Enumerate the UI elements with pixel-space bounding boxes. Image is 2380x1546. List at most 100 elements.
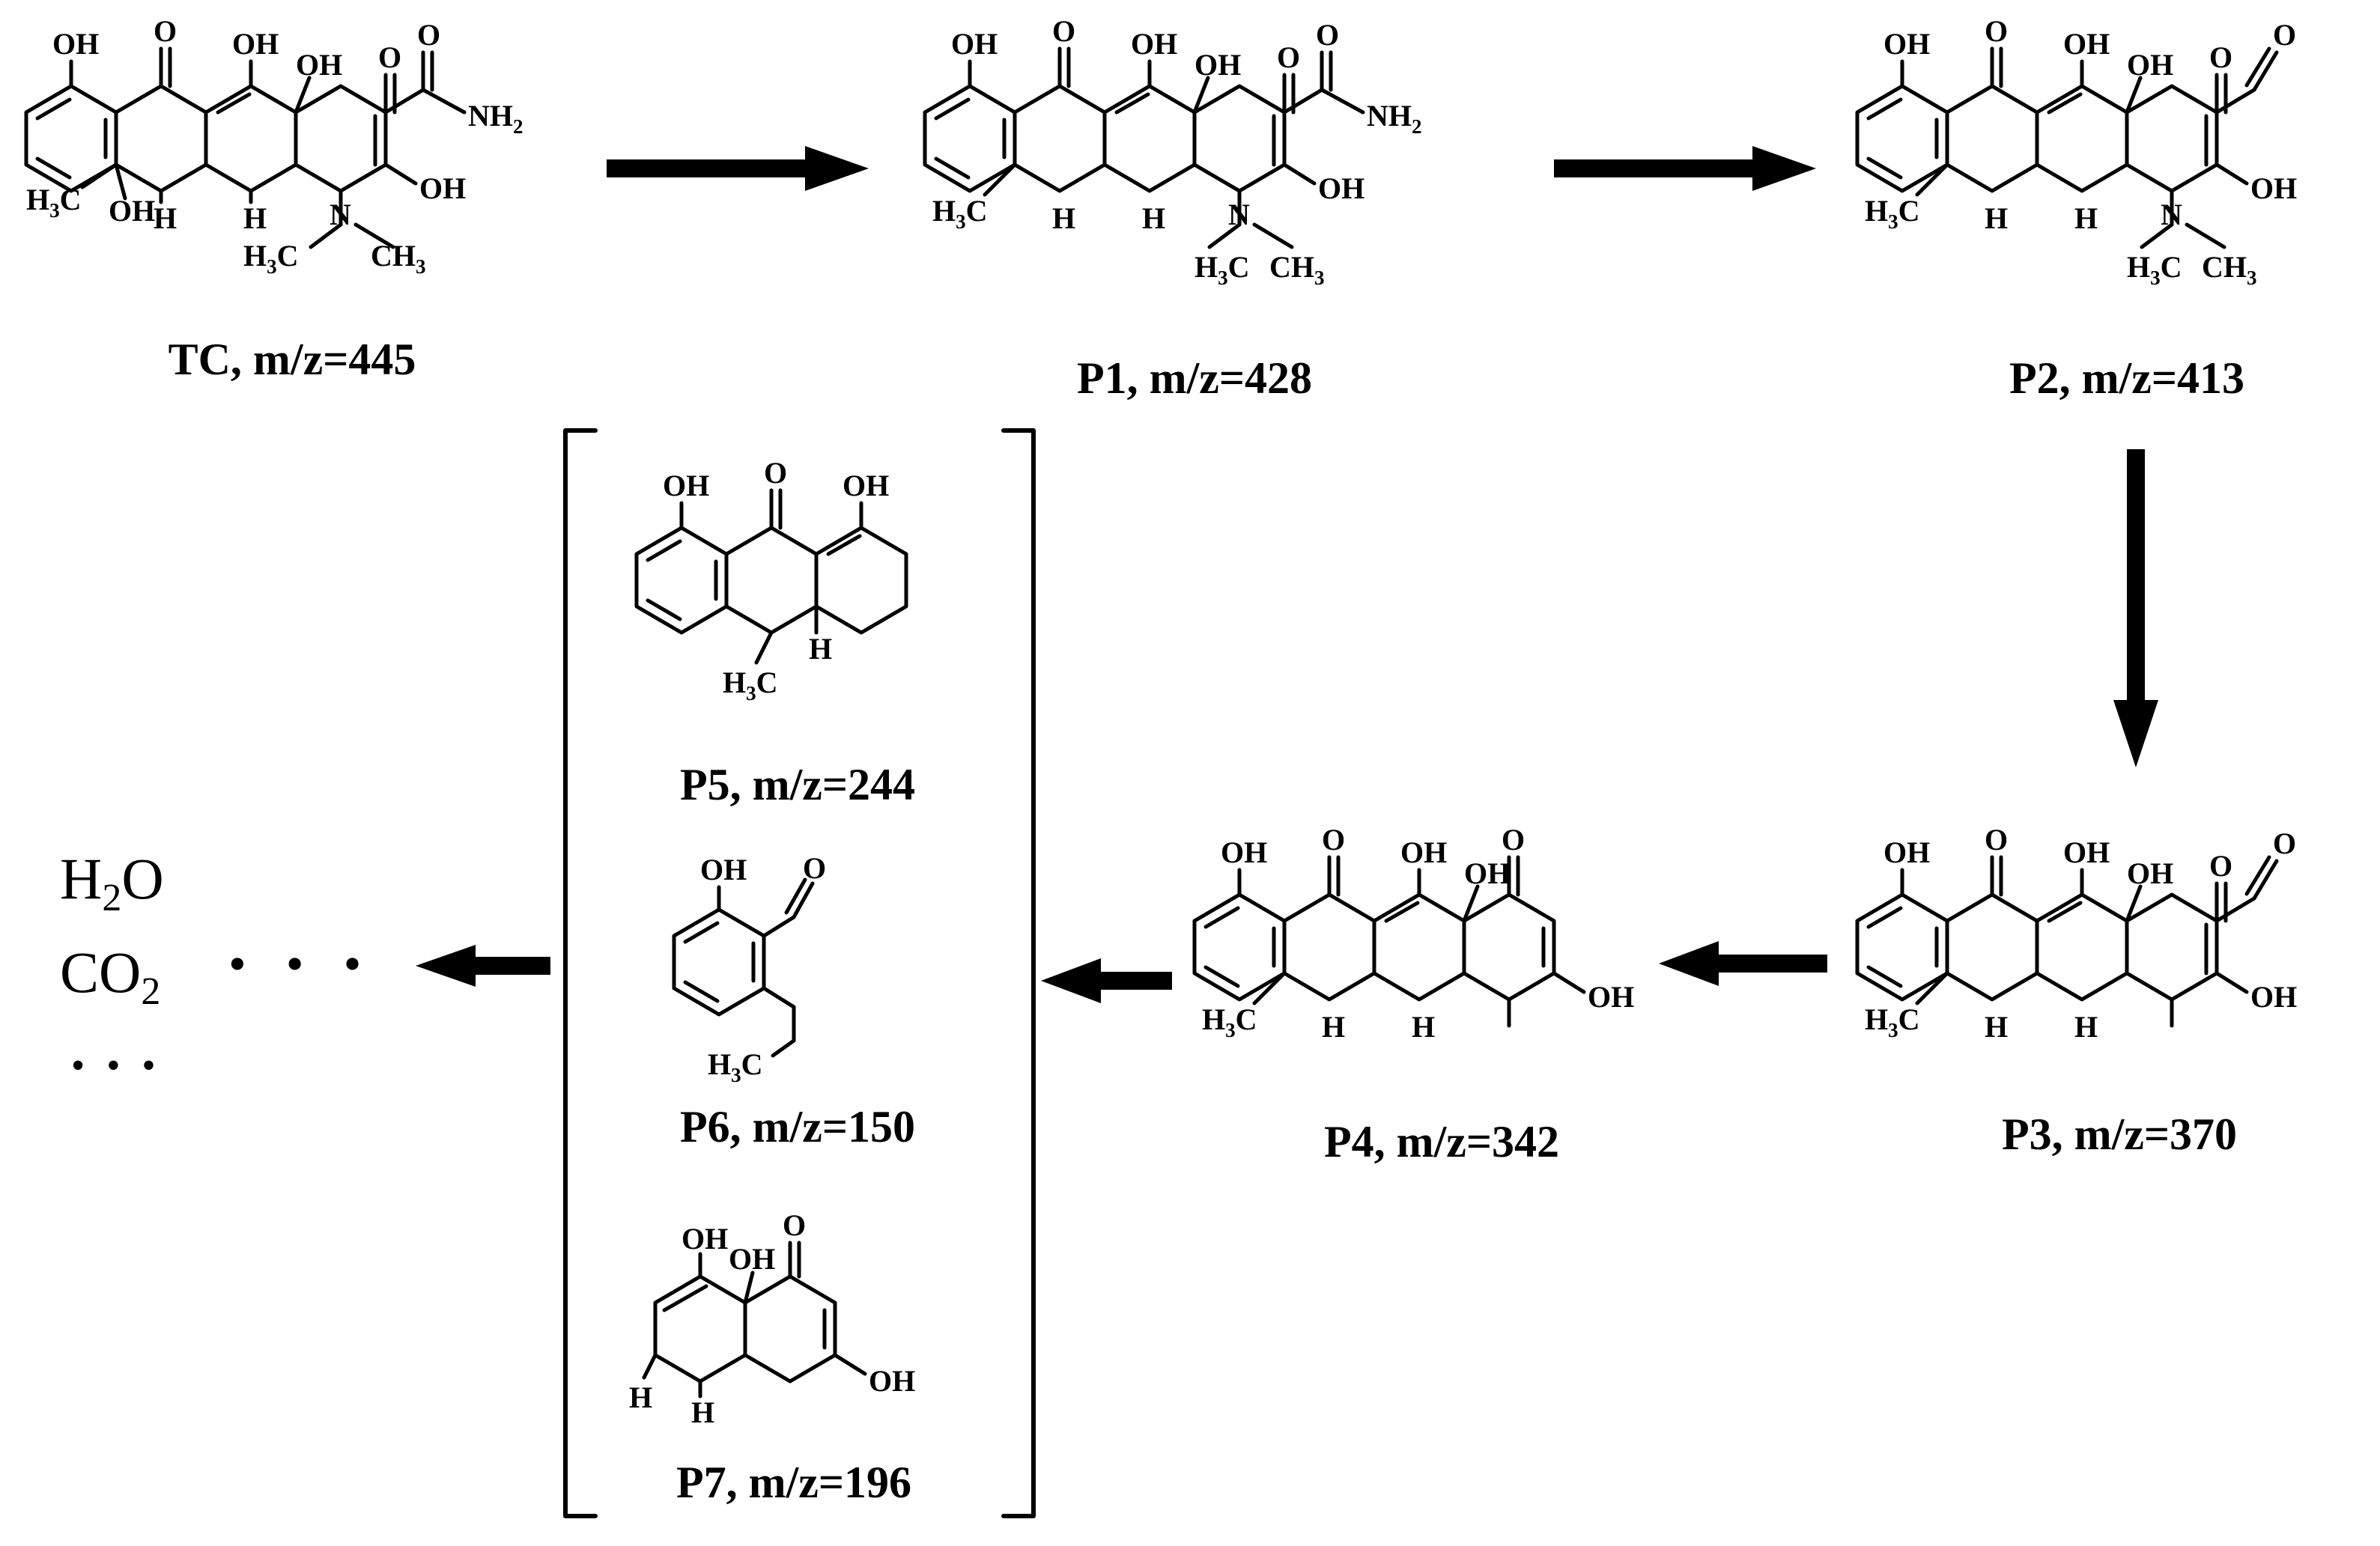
h-label: H [154,201,177,235]
arrow-p1-p2 [1554,146,1816,191]
arrow-p4-bracket [1041,958,1172,1003]
dots-indicator: • • • [228,935,374,992]
caption-p5: P5, m/z=244 [680,760,915,809]
h-label: H [691,1396,714,1429]
oh-label: OH [663,469,709,502]
h-label: H [1052,201,1075,235]
caption-tc: TC, m/z=445 [169,335,416,384]
caption-p4: P4, m/z=342 [1324,1117,1559,1166]
h-label: H [1142,201,1165,235]
h-label: H [2074,201,2098,235]
molecule-p1: OH O OH OH O O NH2 OH N H3C CH3 H H H3C [925,14,1422,289]
oh-label: OH [232,27,279,61]
h-label: H [1985,201,2008,235]
oh-label: OH [2063,836,2110,869]
o-label: O [1277,40,1300,74]
o-label: O [803,851,826,885]
ch3-label: H3C [1202,1002,1257,1041]
oh-label: OH [729,1242,775,1276]
oh-label: OH [2250,980,2297,1014]
arrow-bracket-end [416,945,550,987]
oh-label: OH [2063,27,2110,61]
ch3-label: H3C [1194,250,1250,289]
caption-p2: P2, m/z=413 [2009,353,2244,403]
o-label: O [764,456,787,490]
oh-label: OH [1318,171,1364,205]
ch3-label: CH3 [2202,250,2257,289]
ch3-label: CH3 [371,239,426,278]
n-label: N [2161,198,2182,231]
product-bracket [563,428,1036,1518]
molecule-p2: OH O OH OH O O OH N H3C CH3 H H H3C [1857,14,2297,289]
co2-formula: CO2 [60,940,160,1013]
h-label: H [243,201,267,235]
o-label: O [783,1208,806,1242]
molecule-p5: OH O OH H H3C [634,456,908,704]
o-label: O [1502,823,1525,856]
caption-p6: P6, m/z=150 [680,1102,915,1151]
oh-label: OH [1883,836,1930,869]
n-label: N [330,198,351,231]
oh-label: OH [52,27,99,61]
ch3-label: H3C [723,666,778,704]
o-label: O [2273,18,2296,52]
h-label: H [2074,1010,2098,1044]
o-label: O [154,14,177,48]
molecule-p3: OH O OH OH O O OH H H H3C [1857,823,2297,1044]
ch3-label: H3C [708,1047,763,1086]
oh-label: OH [843,469,889,502]
arrow-tc-p1 [607,146,869,191]
oh-label: OH [2127,48,2173,82]
oh-label: OH [2250,171,2297,205]
water-formula: H2O [60,846,164,919]
oh-label: OH [109,194,155,228]
arrow-p3-p4 [1659,941,1827,986]
h-label: H [629,1381,652,1414]
oh-label: OH [1131,27,1177,61]
o-label: O [1985,14,2008,48]
oh-label: OH [700,853,747,886]
o-label: O [1322,823,1345,856]
nh-label: NH2 [1367,99,1422,138]
ch3-label: H3C [1865,194,1920,233]
caption-p7: P7, m/z=196 [676,1458,911,1507]
oh-label: OH [1221,836,1267,869]
ellipsis-indicator: • • • [71,1044,162,1087]
ch3-label: H3C [932,194,988,233]
arrow-p2-p3 [2113,449,2158,767]
caption-p3: P3, m/z=370 [2002,1110,2237,1159]
oh-label: OH [1194,48,1241,82]
molecule-p6: OH O H3C [672,851,826,1086]
oh-label: OH [1588,980,1634,1014]
oh-label: OH [419,171,466,205]
caption-p1: P1, m/z=428 [1077,353,1312,403]
o-label: O [2273,827,2296,860]
ch3-label: H3C [1865,1002,1920,1041]
ch3-label: H3C [2127,250,2182,289]
oh-label: OH [869,1364,915,1398]
molecule-p7: OH OH O OH H H [629,1208,915,1429]
h-label: H [1322,1010,1345,1044]
oh-label: OH [1400,836,1447,869]
o-label: O [2209,849,2232,883]
oh-label: OH [951,27,998,61]
ch3-label: CH3 [1269,250,1325,289]
end-products: H2O CO2 • • • • • • [60,846,374,1087]
n-label: N [1228,198,1250,231]
h-label: H [1412,1010,1435,1044]
molecule-p4: OH O OH OH O OH H H H3C [1194,823,1634,1044]
oh-label: OH [1883,27,1930,61]
o-label: O [1052,14,1075,48]
h-label: H [809,632,832,666]
o-label: O [2209,40,2232,74]
oh-label: OH [1464,856,1511,890]
molecule-tc: OH O OH OH O O NH2 OH N H3C CH3 H H H3C … [26,14,523,278]
o-label: O [417,18,440,52]
ch3-label: H3C [243,239,299,278]
ch3-label: H3C [26,183,82,222]
h-label: H [1985,1010,2008,1044]
oh-label: OH [2127,856,2173,890]
nh-label: NH2 [468,99,523,138]
o-label: O [1316,18,1339,52]
